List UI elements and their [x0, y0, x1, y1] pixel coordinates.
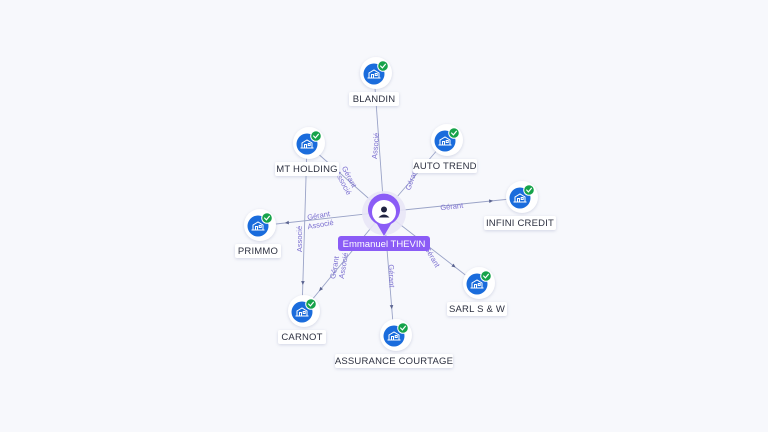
node-label-box	[278, 330, 326, 344]
company-node-auto-trend[interactable]: AUTO TREND	[413, 124, 477, 173]
verified-check-icon	[261, 212, 273, 224]
edge-label: Gérant	[306, 209, 331, 222]
edge-label: Gérant	[387, 264, 397, 288]
center-name-badge	[338, 236, 430, 251]
node-label-box	[275, 162, 339, 176]
node-label: ASSURANCE COURTAGE	[335, 356, 453, 367]
company-icon	[251, 221, 265, 231]
node-label: CARNOT	[281, 332, 322, 343]
node-label: SARL S & W	[449, 304, 505, 315]
node-label-box	[335, 354, 453, 368]
verified-check-icon	[448, 127, 460, 139]
company-icon	[387, 331, 401, 341]
edge-labels-layer: AssociéGérantGérantGérantGérantGérantAss…	[295, 132, 465, 288]
company-node-primmo[interactable]: PRIMMO	[235, 209, 281, 258]
node-label-box	[484, 216, 556, 230]
edge-label: Associé	[295, 226, 304, 252]
verified-check-icon	[310, 130, 322, 142]
company-node-carnot[interactable]: CARNOT	[278, 295, 326, 344]
company-node-assurance-courtage[interactable]: ASSURANCE COURTAGE	[335, 319, 453, 368]
nodes-layer: BLANDIN AUTO TREND INFINI CREDIT SARL S & W…	[235, 57, 556, 368]
verified-check-icon	[377, 60, 389, 72]
node-label: AUTO TREND	[413, 161, 476, 172]
company-icon	[300, 139, 314, 149]
edge-arrow	[389, 304, 394, 310]
edge-arrow	[319, 286, 324, 292]
node-label-box	[413, 159, 477, 173]
company-icon	[470, 279, 484, 289]
edge-label: Gérant	[440, 201, 465, 212]
edge-arrow	[488, 199, 494, 203]
company-icon	[513, 193, 527, 203]
company-icon	[438, 136, 452, 146]
edge-label: Associé	[337, 252, 350, 279]
node-label: MT HOLDING	[276, 164, 337, 175]
center-node[interactable]: Emmanuel THEVIN	[338, 191, 430, 251]
company-node-mt-holding[interactable]: MT HOLDING	[275, 127, 339, 176]
edge-center-infini-credit	[383, 197, 521, 213]
node-label: BLANDIN	[353, 94, 396, 105]
node-label-box	[447, 302, 507, 316]
node-label: INFINI CREDIT	[486, 218, 554, 229]
edge-arrow	[451, 263, 456, 268]
edge-label: Gérant	[328, 255, 341, 280]
edge-arrow	[301, 280, 305, 286]
verified-check-icon	[523, 184, 535, 196]
company-node-infini-credit[interactable]: INFINI CREDIT	[484, 181, 556, 230]
verified-check-icon	[397, 322, 409, 334]
verified-check-icon	[305, 298, 317, 310]
person-icon	[378, 206, 390, 218]
edge-label: Associé	[307, 218, 334, 231]
node-label-box	[235, 244, 281, 258]
company-node-blandin[interactable]: BLANDIN	[349, 57, 399, 106]
company-icon	[295, 307, 309, 317]
center-name: Emmanuel THEVIN	[343, 239, 426, 250]
node-label-box	[349, 92, 399, 106]
verified-check-icon	[480, 270, 492, 282]
edge-arrow	[284, 220, 290, 225]
edge-label: Associé	[370, 132, 381, 159]
company-node-sarl-s-w[interactable]: SARL S & W	[447, 267, 507, 316]
company-icon	[367, 69, 381, 79]
node-label: PRIMMO	[238, 246, 278, 257]
